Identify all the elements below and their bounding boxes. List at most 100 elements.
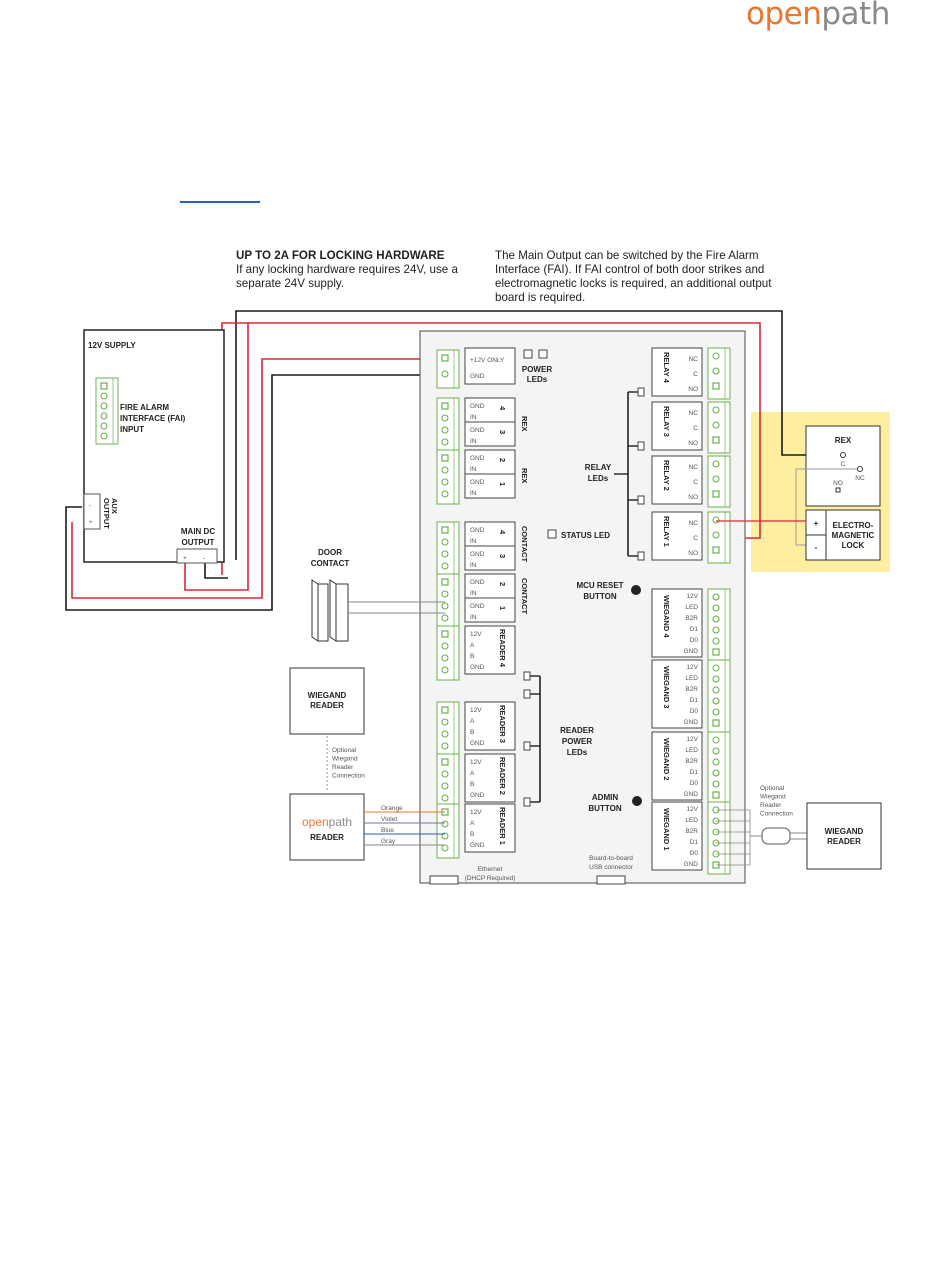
- relay-box: [651, 511, 703, 561]
- power-term-12v: +12V ONLY: [470, 357, 505, 364]
- wiegand-box: [651, 588, 703, 658]
- terminal-square-icon: [441, 758, 449, 766]
- reader-box: [464, 803, 516, 853]
- terminal-circle-icon: [712, 686, 720, 694]
- wiegand-reader-right-label: WIEGAND: [825, 827, 864, 836]
- terminal-circle-icon: [441, 438, 449, 446]
- terminal-circle-icon: [712, 460, 720, 468]
- power-leds-label: LEDs: [527, 375, 548, 384]
- channel-number: 2: [498, 458, 507, 462]
- rex-device-box: [805, 425, 881, 507]
- wiegand-pin-label: D1: [690, 769, 699, 776]
- terminal-circle-icon: [712, 626, 720, 634]
- wiegand-reader-left-label: READER: [310, 701, 344, 710]
- maglock-label: MAGNETIC: [832, 531, 875, 540]
- terminal-circle-icon: [712, 421, 720, 429]
- terminal-circle-icon: [712, 747, 720, 755]
- terminal-circle-icon: [441, 614, 449, 622]
- terminal-circle-icon: [712, 780, 720, 788]
- terminal-circle-icon: [712, 736, 720, 744]
- terminal-circle-icon: [441, 742, 449, 750]
- wiegand-reader-right-label: READER: [827, 837, 861, 846]
- door-contact-label: CONTACT: [311, 559, 350, 568]
- pin-label: GND: [470, 403, 485, 410]
- terminal-circle-icon: [712, 664, 720, 672]
- terminal-circle-icon: [441, 478, 449, 486]
- terminal-circle-icon: [441, 666, 449, 674]
- reader-pin-label: B: [470, 653, 474, 660]
- pin-label: IN: [470, 614, 477, 621]
- terminal-circle-icon: [712, 352, 720, 360]
- relay-pin-label: NO: [688, 440, 698, 447]
- pin-label: IN: [470, 562, 477, 569]
- reader-power-led-icon: [523, 671, 531, 681]
- terminal-square-icon: [441, 454, 449, 462]
- power-leds-label: POWER: [522, 365, 552, 374]
- relay-label: RELAY 3: [662, 406, 671, 437]
- rex-c-label: C: [841, 461, 846, 468]
- reader-power-led-icon: [523, 741, 531, 751]
- aux-plus: +: [89, 519, 93, 526]
- reader-pin-label: A: [470, 770, 475, 777]
- terminal-square-icon: [712, 791, 720, 799]
- terminal-circle-icon: [712, 637, 720, 645]
- main-dc-label: MAIN DC: [181, 527, 215, 536]
- reader-pin-label: A: [470, 642, 475, 649]
- wiegand-pin-label: 12V: [686, 806, 698, 813]
- wiegand-pin-label: B2R: [685, 828, 698, 835]
- terminal-circle-icon: [441, 654, 449, 662]
- maglock-minus: -: [815, 543, 818, 552]
- locking-note-body: If any locking hardware requires 24V, us…: [236, 263, 458, 290]
- maglock-label: ELECTRO-: [833, 521, 874, 530]
- terminal-circle-icon: [712, 516, 720, 524]
- group-label: REX: [520, 468, 529, 483]
- wiegand-pin-label: D0: [690, 637, 699, 644]
- wiegand-pin-label: B2R: [685, 615, 698, 622]
- openpath-reader-box: [289, 793, 365, 861]
- wiegand-pin-label: D0: [690, 780, 699, 787]
- reader-power-leds-label: LEDs: [567, 748, 588, 757]
- terminal-circle-icon: [100, 422, 108, 430]
- usb-port: [596, 875, 626, 885]
- optional-right-label: Reader: [760, 802, 782, 809]
- door-contact-label: DOOR: [318, 548, 342, 557]
- wiegand-label: WIEGAND 2: [662, 738, 671, 781]
- ethernet-label: Ethernet: [478, 866, 503, 873]
- reader-pin-label: GND: [470, 740, 485, 747]
- mcu-reset-label: BUTTON: [583, 592, 616, 601]
- optional-left-label: Connection: [332, 773, 365, 780]
- relay-box: [651, 347, 703, 397]
- supply-box: [83, 329, 225, 563]
- pin-label: IN: [470, 538, 477, 545]
- terminal-circle-icon: [712, 475, 720, 483]
- terminal-circle-icon: [441, 590, 449, 598]
- terminal-circle-icon: [441, 602, 449, 610]
- terminal-circle-icon: [441, 730, 449, 738]
- wiegand-label: WIEGAND 3: [662, 666, 671, 709]
- wiegand-pin-label: B2R: [685, 686, 698, 693]
- terminal-circle-icon: [712, 531, 720, 539]
- reader-pin-label: GND: [470, 792, 485, 799]
- terminal-circle-icon: [441, 538, 449, 546]
- reader-pin-label: A: [470, 718, 475, 725]
- wiegand-reader-left-label: WIEGAND: [308, 691, 347, 700]
- relay-label: RELAY 2: [662, 460, 671, 491]
- terminal-square-icon: [441, 706, 449, 714]
- terminal-square-icon: [712, 719, 720, 727]
- admin-button-label: BUTTON: [588, 804, 621, 813]
- group-label: CONTACT: [520, 578, 529, 615]
- optional-left-label: Wiegand: [332, 756, 358, 763]
- terminal-circle-icon: [712, 769, 720, 777]
- optional-right-label: Optional: [760, 785, 785, 792]
- wiegand-pin-label: LED: [685, 675, 698, 682]
- rex-nc-label: NC: [855, 475, 865, 482]
- terminal-square-icon: [712, 648, 720, 656]
- relay-pin-label: NC: [689, 464, 699, 471]
- wire-black-rex: [235, 310, 830, 560]
- terminal-circle-icon: [100, 432, 108, 440]
- reader-box: [464, 625, 516, 675]
- openpath-reader-logo: openpath: [302, 815, 352, 829]
- reader-pin-label: 12V: [470, 759, 482, 766]
- hyperlink-underline[interactable]: [180, 201, 260, 203]
